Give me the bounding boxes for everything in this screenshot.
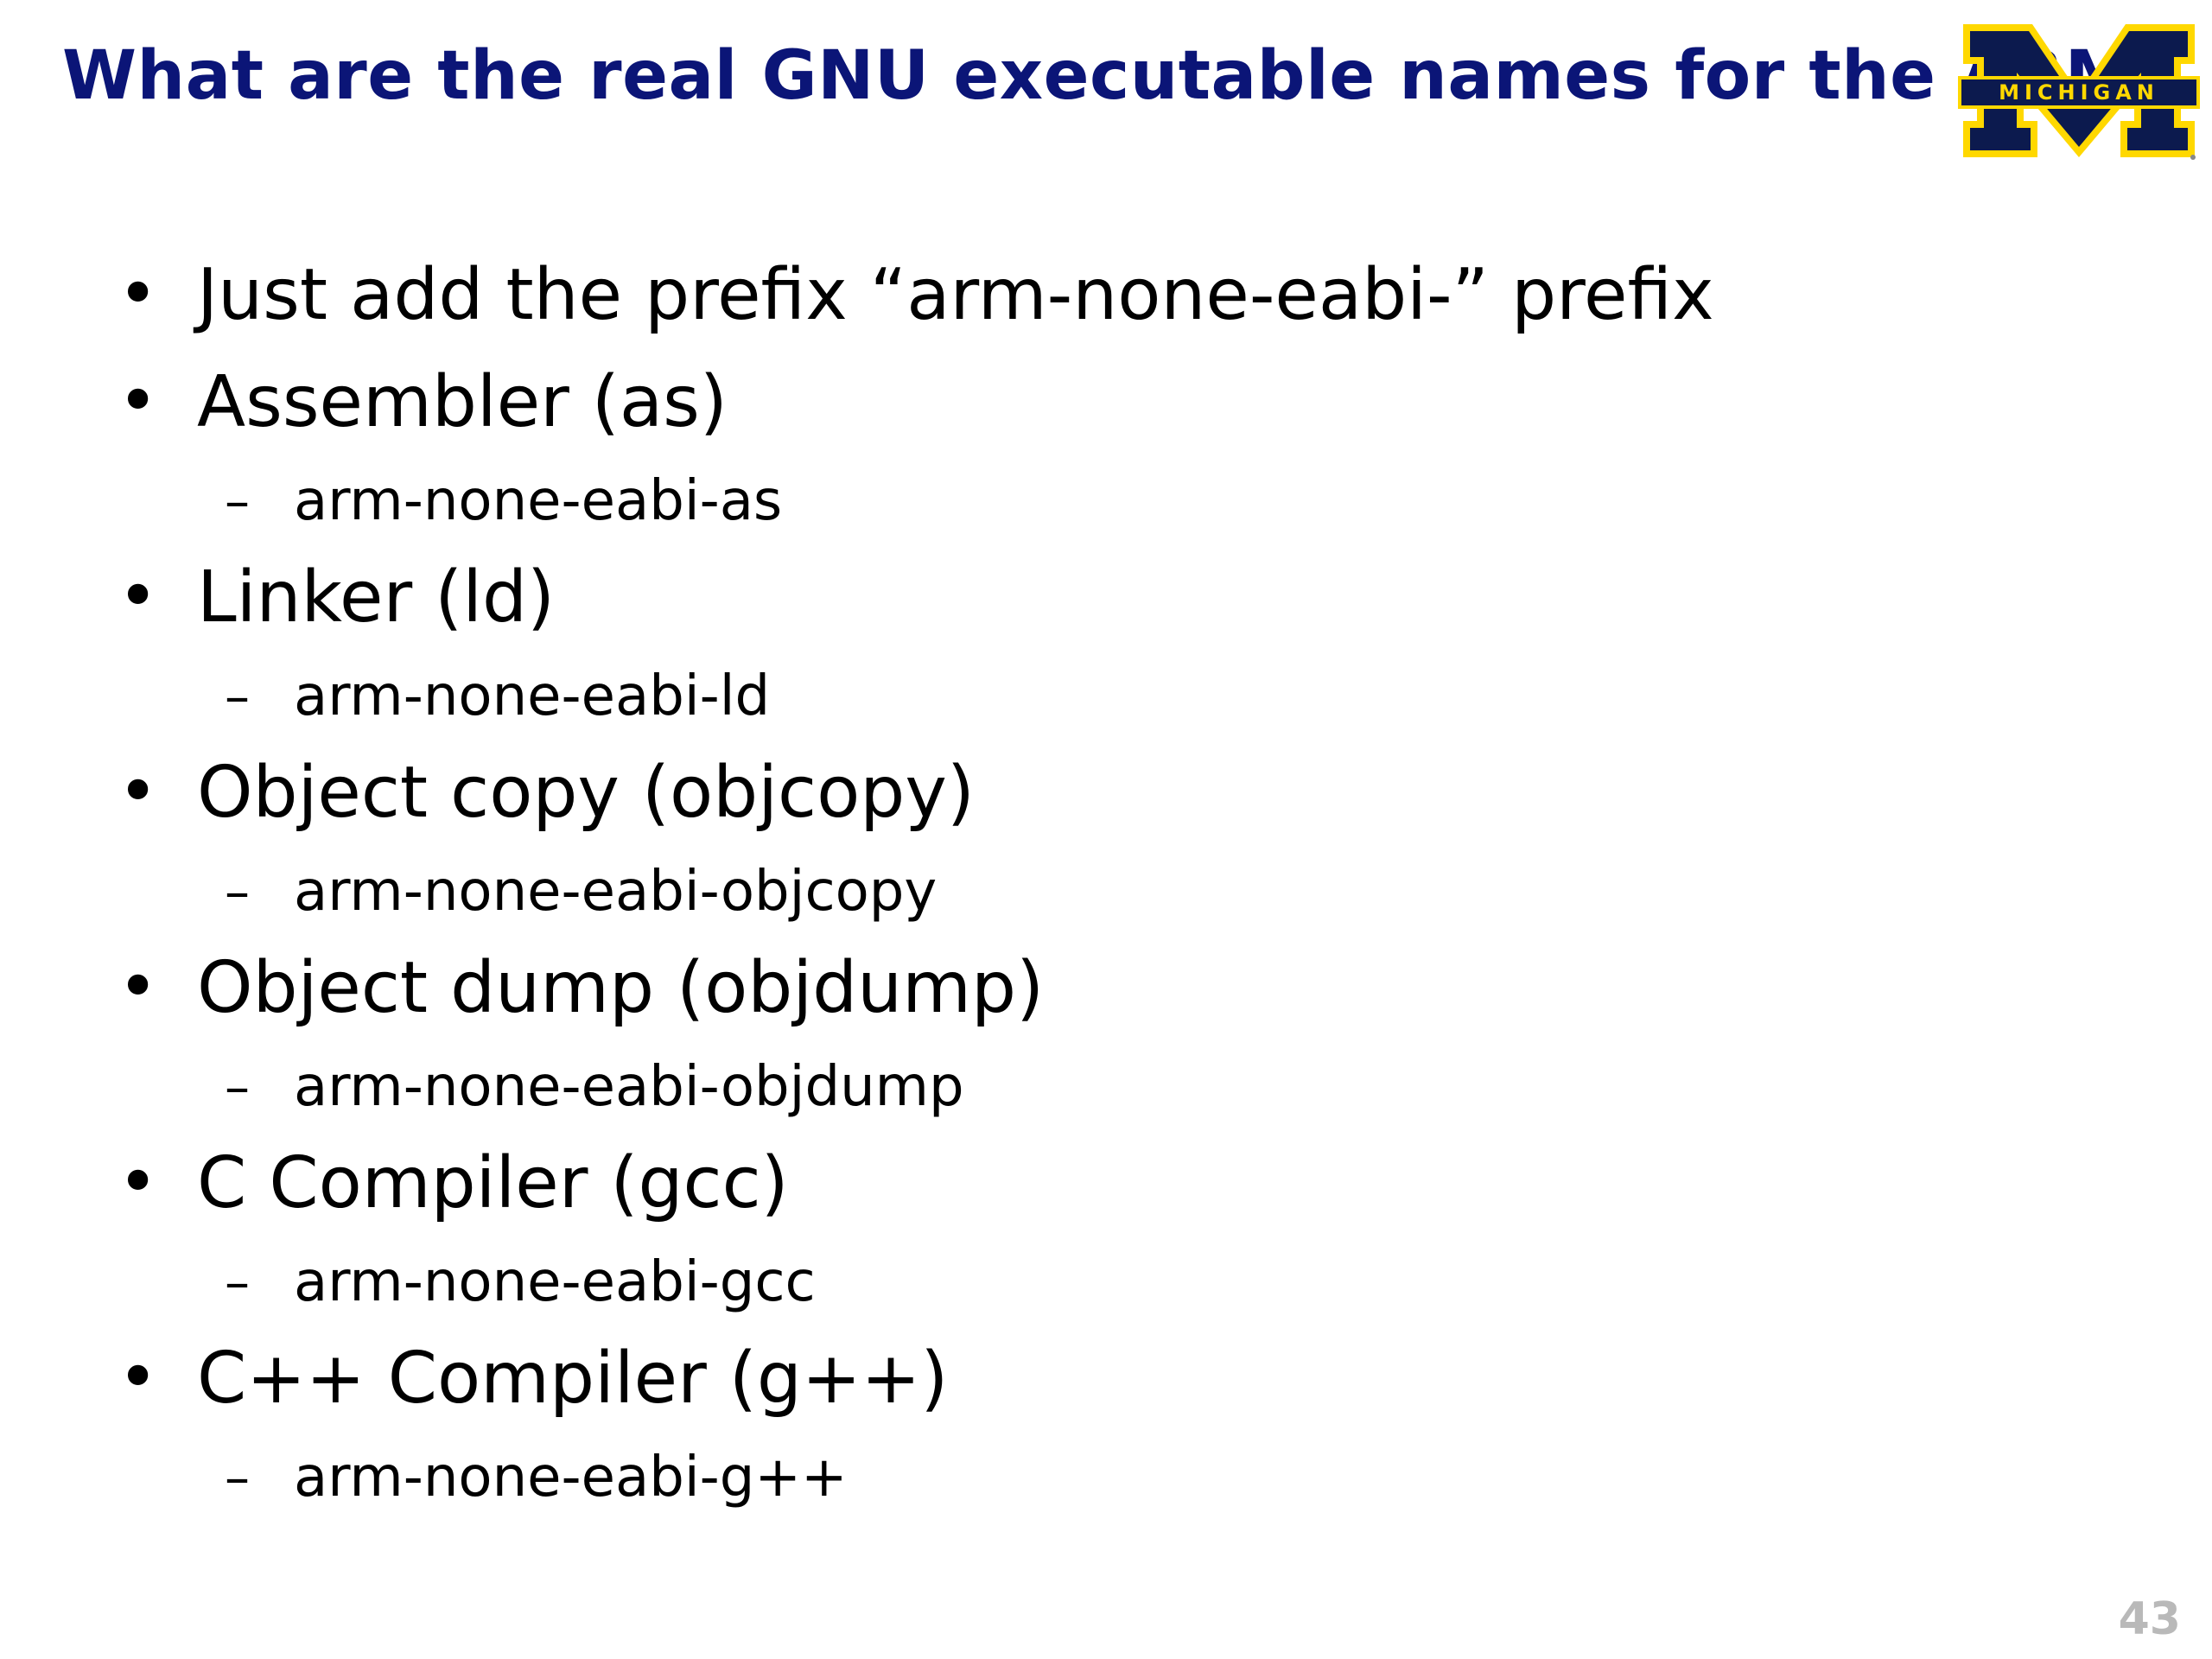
bullet-icon: • (118, 946, 159, 1027)
sub-item: arm-none-eabi-g++ (294, 1446, 848, 1510)
dash-icon: – (225, 1448, 250, 1507)
sub-item: arm-none-eabi-gcc (294, 1250, 816, 1314)
bullet-item: Object dump (objdump) (197, 947, 1045, 1029)
bullet-item: Linker (ld) (197, 556, 556, 639)
dash-icon: – (225, 1253, 250, 1312)
bullet-icon: • (118, 751, 159, 831)
dash-icon: – (225, 1058, 250, 1116)
sub-item: arm-none-eabi-objdump (294, 1055, 964, 1119)
bullet-icon: • (118, 556, 159, 636)
bullet-item: C Compiler (gcc) (197, 1142, 789, 1224)
bullet-item: C++ Compiler (g++) (197, 1338, 949, 1420)
sub-item: arm-none-eabi-ld (294, 664, 771, 728)
sub-item: arm-none-eabi-as (294, 469, 783, 533)
bullet-icon: • (118, 1337, 159, 1417)
bullet-icon: • (118, 360, 159, 441)
dash-icon: – (225, 667, 250, 726)
slide-title: What are the real GNU executable names f… (62, 37, 2172, 115)
dash-icon: – (225, 862, 250, 921)
michigan-logo (1958, 24, 2200, 160)
sub-item: arm-none-eabi-objcopy (294, 860, 938, 924)
bullet-item: Assembler (as) (197, 361, 728, 443)
bullet-icon: • (118, 253, 159, 334)
bullet-icon: • (118, 1141, 159, 1222)
bullet-item: Object copy (objcopy) (197, 752, 975, 834)
page-number: 43 (2118, 1593, 2181, 1645)
bullet-item: Just add the prefix “arm-none-eabi-” pre… (197, 254, 1714, 336)
dash-icon: – (225, 472, 250, 531)
michigan-logo-text: MICHIGAN (1999, 80, 2159, 105)
